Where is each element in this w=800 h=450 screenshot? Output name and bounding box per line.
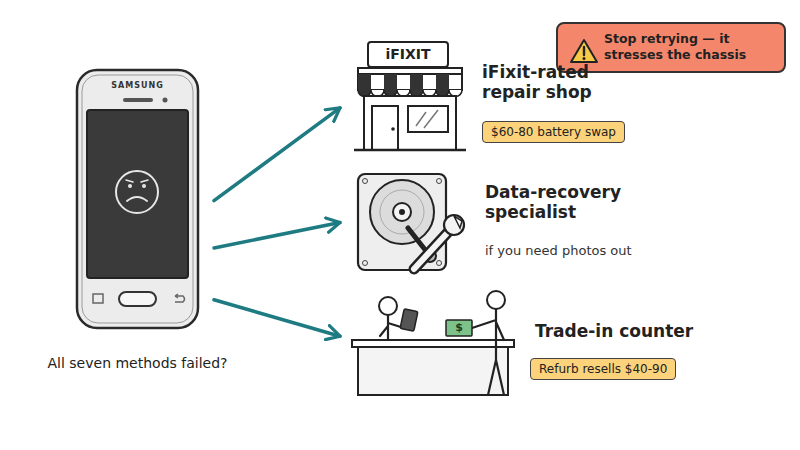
drawing-part	[472, 309, 504, 395]
drawing-part	[368, 42, 448, 67]
option-title: Trade-in counter	[535, 321, 715, 341]
drawing-part	[399, 209, 405, 215]
flow-arrow	[214, 223, 340, 248]
drawing-part	[354, 149, 466, 152]
trade-in-illustration	[350, 290, 525, 400]
drawing-part	[379, 297, 397, 315]
drawing-part	[364, 96, 456, 150]
drawing-part	[358, 74, 371, 90]
price-badge: Refurb resells $40-90	[530, 358, 676, 380]
data-recovery: Data-recovery specialist if you need phot…	[350, 170, 650, 275]
hard-drive-icon	[350, 170, 470, 275]
shop-sign: iFIXIT	[368, 42, 448, 67]
drawing-part	[372, 106, 398, 150]
drawing-part	[370, 180, 434, 244]
phone-illustration: SAMSUNGAll seven methods failed?	[75, 68, 200, 373]
money-symbol: $	[446, 320, 472, 336]
brand-label: SAMSUNG	[75, 81, 200, 90]
warning-callout: Stop retrying — it stresses the chassis	[556, 22, 786, 73]
question-caption: All seven methods failed?	[37, 355, 238, 371]
drawing-part	[393, 203, 411, 221]
drawing-part	[358, 74, 449, 90]
drawing-part	[408, 106, 448, 132]
drawing-part	[127, 197, 147, 201]
drawing-part	[82, 75, 193, 323]
drawing-part	[444, 215, 464, 235]
option-title: iFixit-rated repair shop	[482, 62, 620, 103]
drawing-part	[487, 291, 505, 309]
price-text: Refurb resells $40-90	[539, 362, 667, 376]
drawing-part	[126, 180, 148, 182]
drawing-part	[116, 171, 158, 213]
drawing-part	[363, 261, 368, 266]
drawing-part	[142, 184, 146, 188]
warning-triangle	[570, 38, 598, 64]
warning-text: Stop retrying — it stresses the chassis	[604, 31, 772, 64]
drawing-part	[163, 98, 168, 103]
drawing-part	[391, 127, 395, 131]
phone-drawing	[75, 68, 200, 330]
option-note: if you need photos out	[485, 243, 650, 258]
drawing-part	[352, 340, 514, 347]
drawing-part	[414, 230, 450, 269]
drawing-part	[93, 294, 103, 303]
drawing-part	[571, 40, 597, 62]
drawing-part	[416, 110, 438, 128]
drawing-part	[384, 74, 397, 90]
drawing-part	[454, 216, 462, 228]
drawing-part	[437, 179, 442, 184]
drawing-part	[410, 74, 423, 90]
flow-arrow	[214, 300, 340, 336]
drawing-part	[128, 184, 132, 188]
option-title: Data-recovery specialist	[485, 182, 635, 223]
drawing-part	[437, 261, 442, 266]
price-text: $60-80 battery swap	[491, 125, 616, 139]
flow-arrow	[214, 108, 340, 201]
drawing-part	[123, 98, 153, 102]
drawing-part	[400, 309, 418, 331]
drawing-part	[583, 57, 586, 60]
trade-in: Trade-in counter	[350, 290, 720, 400]
drawing-part	[583, 47, 585, 55]
drawing-part	[358, 74, 462, 90]
price-badge: $60-80 battery swap	[482, 121, 625, 143]
drawing-part	[414, 230, 450, 269]
drawing-part	[436, 74, 449, 90]
drawing-part	[87, 110, 188, 278]
drawing-part	[77, 70, 198, 328]
drawing-part	[358, 347, 508, 395]
drawing-part	[363, 179, 368, 184]
drawing-part	[175, 294, 185, 302]
drawing-part	[119, 292, 156, 306]
drawing-part	[446, 320, 472, 336]
drawing-part	[380, 190, 424, 234]
